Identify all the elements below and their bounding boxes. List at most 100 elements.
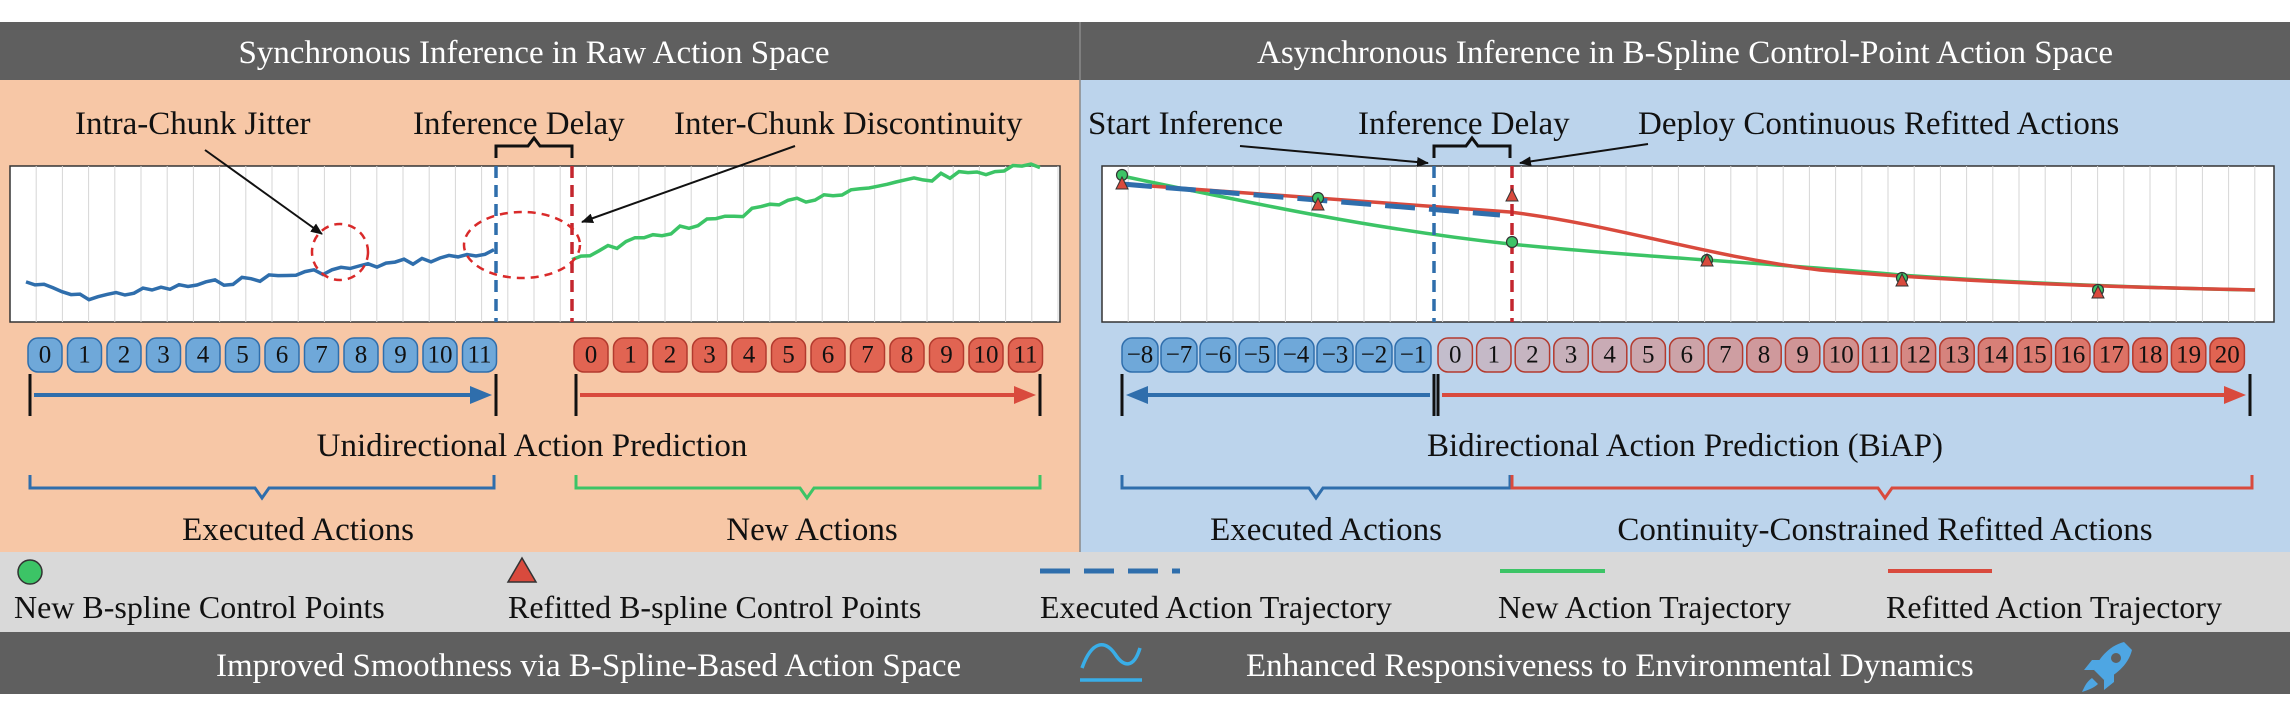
left-executed-trajectory (25, 248, 495, 302)
index-pill (1630, 337, 1667, 373)
index-pill (1784, 337, 1821, 373)
index-pill (1277, 337, 1315, 373)
left-plot (9, 162, 1061, 323)
start-inference-arrow (1239, 145, 1429, 167)
index-pill (1900, 337, 1937, 373)
index-label: 11 (1868, 342, 1892, 369)
left-executed-label: Executed Actions (182, 512, 414, 548)
index-pill (1553, 337, 1589, 373)
index-label: 10 (974, 342, 999, 369)
left-new-trajectory (571, 162, 1041, 262)
index-label: 20 (2215, 342, 2240, 369)
index-pill (1355, 337, 1393, 373)
right-delay-brace (1432, 135, 1512, 158)
index-pill (2209, 337, 2246, 373)
index-pill (2054, 337, 2091, 373)
index-label: 13 (1945, 342, 1970, 369)
index-pill (382, 337, 419, 373)
index-pill (1668, 337, 1705, 373)
index-label: 14 (1983, 342, 2009, 369)
index-pill (770, 337, 807, 373)
index-pill (1007, 337, 1044, 373)
right-refitted-brace (1510, 475, 2254, 501)
header-bar (0, 22, 2290, 80)
index-label: 4 (197, 342, 210, 369)
discontinuity-arrow (581, 145, 796, 224)
index-label: 2 (1526, 342, 1539, 369)
left-new-label: New Actions (726, 512, 897, 548)
legend-bar (0, 552, 2290, 632)
index-pill (731, 337, 767, 373)
index-label: 11 (1013, 342, 1037, 369)
index-label: 1 (78, 342, 91, 369)
index-label: 6 (276, 342, 289, 369)
right-refitted-trajectory (1121, 182, 2256, 292)
wave-icon (1080, 643, 1142, 682)
index-pill (2016, 337, 2053, 373)
footer-bar (0, 632, 2290, 694)
index-label: 2 (664, 342, 677, 369)
index-pill (2132, 337, 2168, 373)
index-pill (1160, 337, 1198, 373)
left-executed-brace (28, 475, 496, 501)
index-pill (1238, 337, 1276, 373)
index-label: 5 (236, 342, 249, 369)
right-plot (1101, 165, 2275, 323)
index-label: −8 (1127, 342, 1154, 369)
index-pill (2093, 337, 2130, 373)
index-label: 7 (861, 342, 874, 369)
index-label: 11 (467, 342, 491, 369)
index-pill (810, 337, 846, 373)
index-label: 3 (703, 342, 716, 369)
index-label: 7 (315, 342, 328, 369)
index-label: −3 (1322, 342, 1349, 369)
refitted-control-point-icon (506, 556, 538, 583)
right-header-title: Asynchronous Inference in B-Spline Contr… (1257, 35, 2113, 71)
index-label: 10 (1829, 342, 1854, 369)
index-label: 0 (585, 342, 598, 369)
jitter-arrow (204, 149, 323, 235)
index-pill (343, 337, 379, 373)
index-label: 3 (157, 342, 170, 369)
index-pill (1746, 337, 1782, 373)
index-pill (1514, 337, 1551, 373)
index-pill (264, 337, 300, 373)
jitter-annotation: Intra-Chunk Jitter (75, 106, 311, 142)
jitter-circle (310, 222, 370, 282)
index-pill (185, 337, 221, 373)
index-pill (889, 337, 925, 373)
right-forward-direction-arrow (1436, 374, 2252, 416)
index-label: −1 (1400, 342, 1427, 369)
index-label: 0 (39, 342, 52, 369)
index-pill (1823, 337, 1860, 373)
index-pill (1977, 337, 2014, 373)
index-label: 5 (1642, 342, 1655, 369)
index-pill (652, 337, 688, 373)
bidirectional-label: Bidirectional Action Prediction (BiAP) (1427, 428, 1943, 464)
index-label: −7 (1166, 342, 1193, 369)
index-label: −2 (1361, 342, 1388, 369)
index-pill (849, 337, 886, 373)
left-executed-direction-arrow (28, 374, 498, 416)
index-label: 8 (901, 342, 914, 369)
index-pill (422, 337, 458, 373)
index-label: −6 (1205, 342, 1232, 369)
footer-left-text: Improved Smoothness via B-Spline-Based A… (216, 648, 961, 684)
index-pill (968, 337, 1004, 373)
index-label: 8 (1758, 342, 1771, 369)
legend-label-executed-trajectory: Executed Action Trajectory (1040, 589, 1392, 625)
index-label: 7 (1719, 342, 1732, 369)
footer-right-text: Enhanced Responsiveness to Environmental… (1246, 648, 1974, 684)
index-pill (106, 337, 142, 373)
right-executed-brace (1120, 475, 1512, 501)
index-label: 2 (118, 342, 131, 369)
index-label: 6 (1681, 342, 1694, 369)
left-delay-annotation: Inference Delay (413, 106, 625, 142)
index-label: 10 (428, 342, 453, 369)
index-pill (2170, 337, 2207, 373)
index-pill (1939, 337, 1975, 373)
left-new-brace (574, 475, 1042, 501)
